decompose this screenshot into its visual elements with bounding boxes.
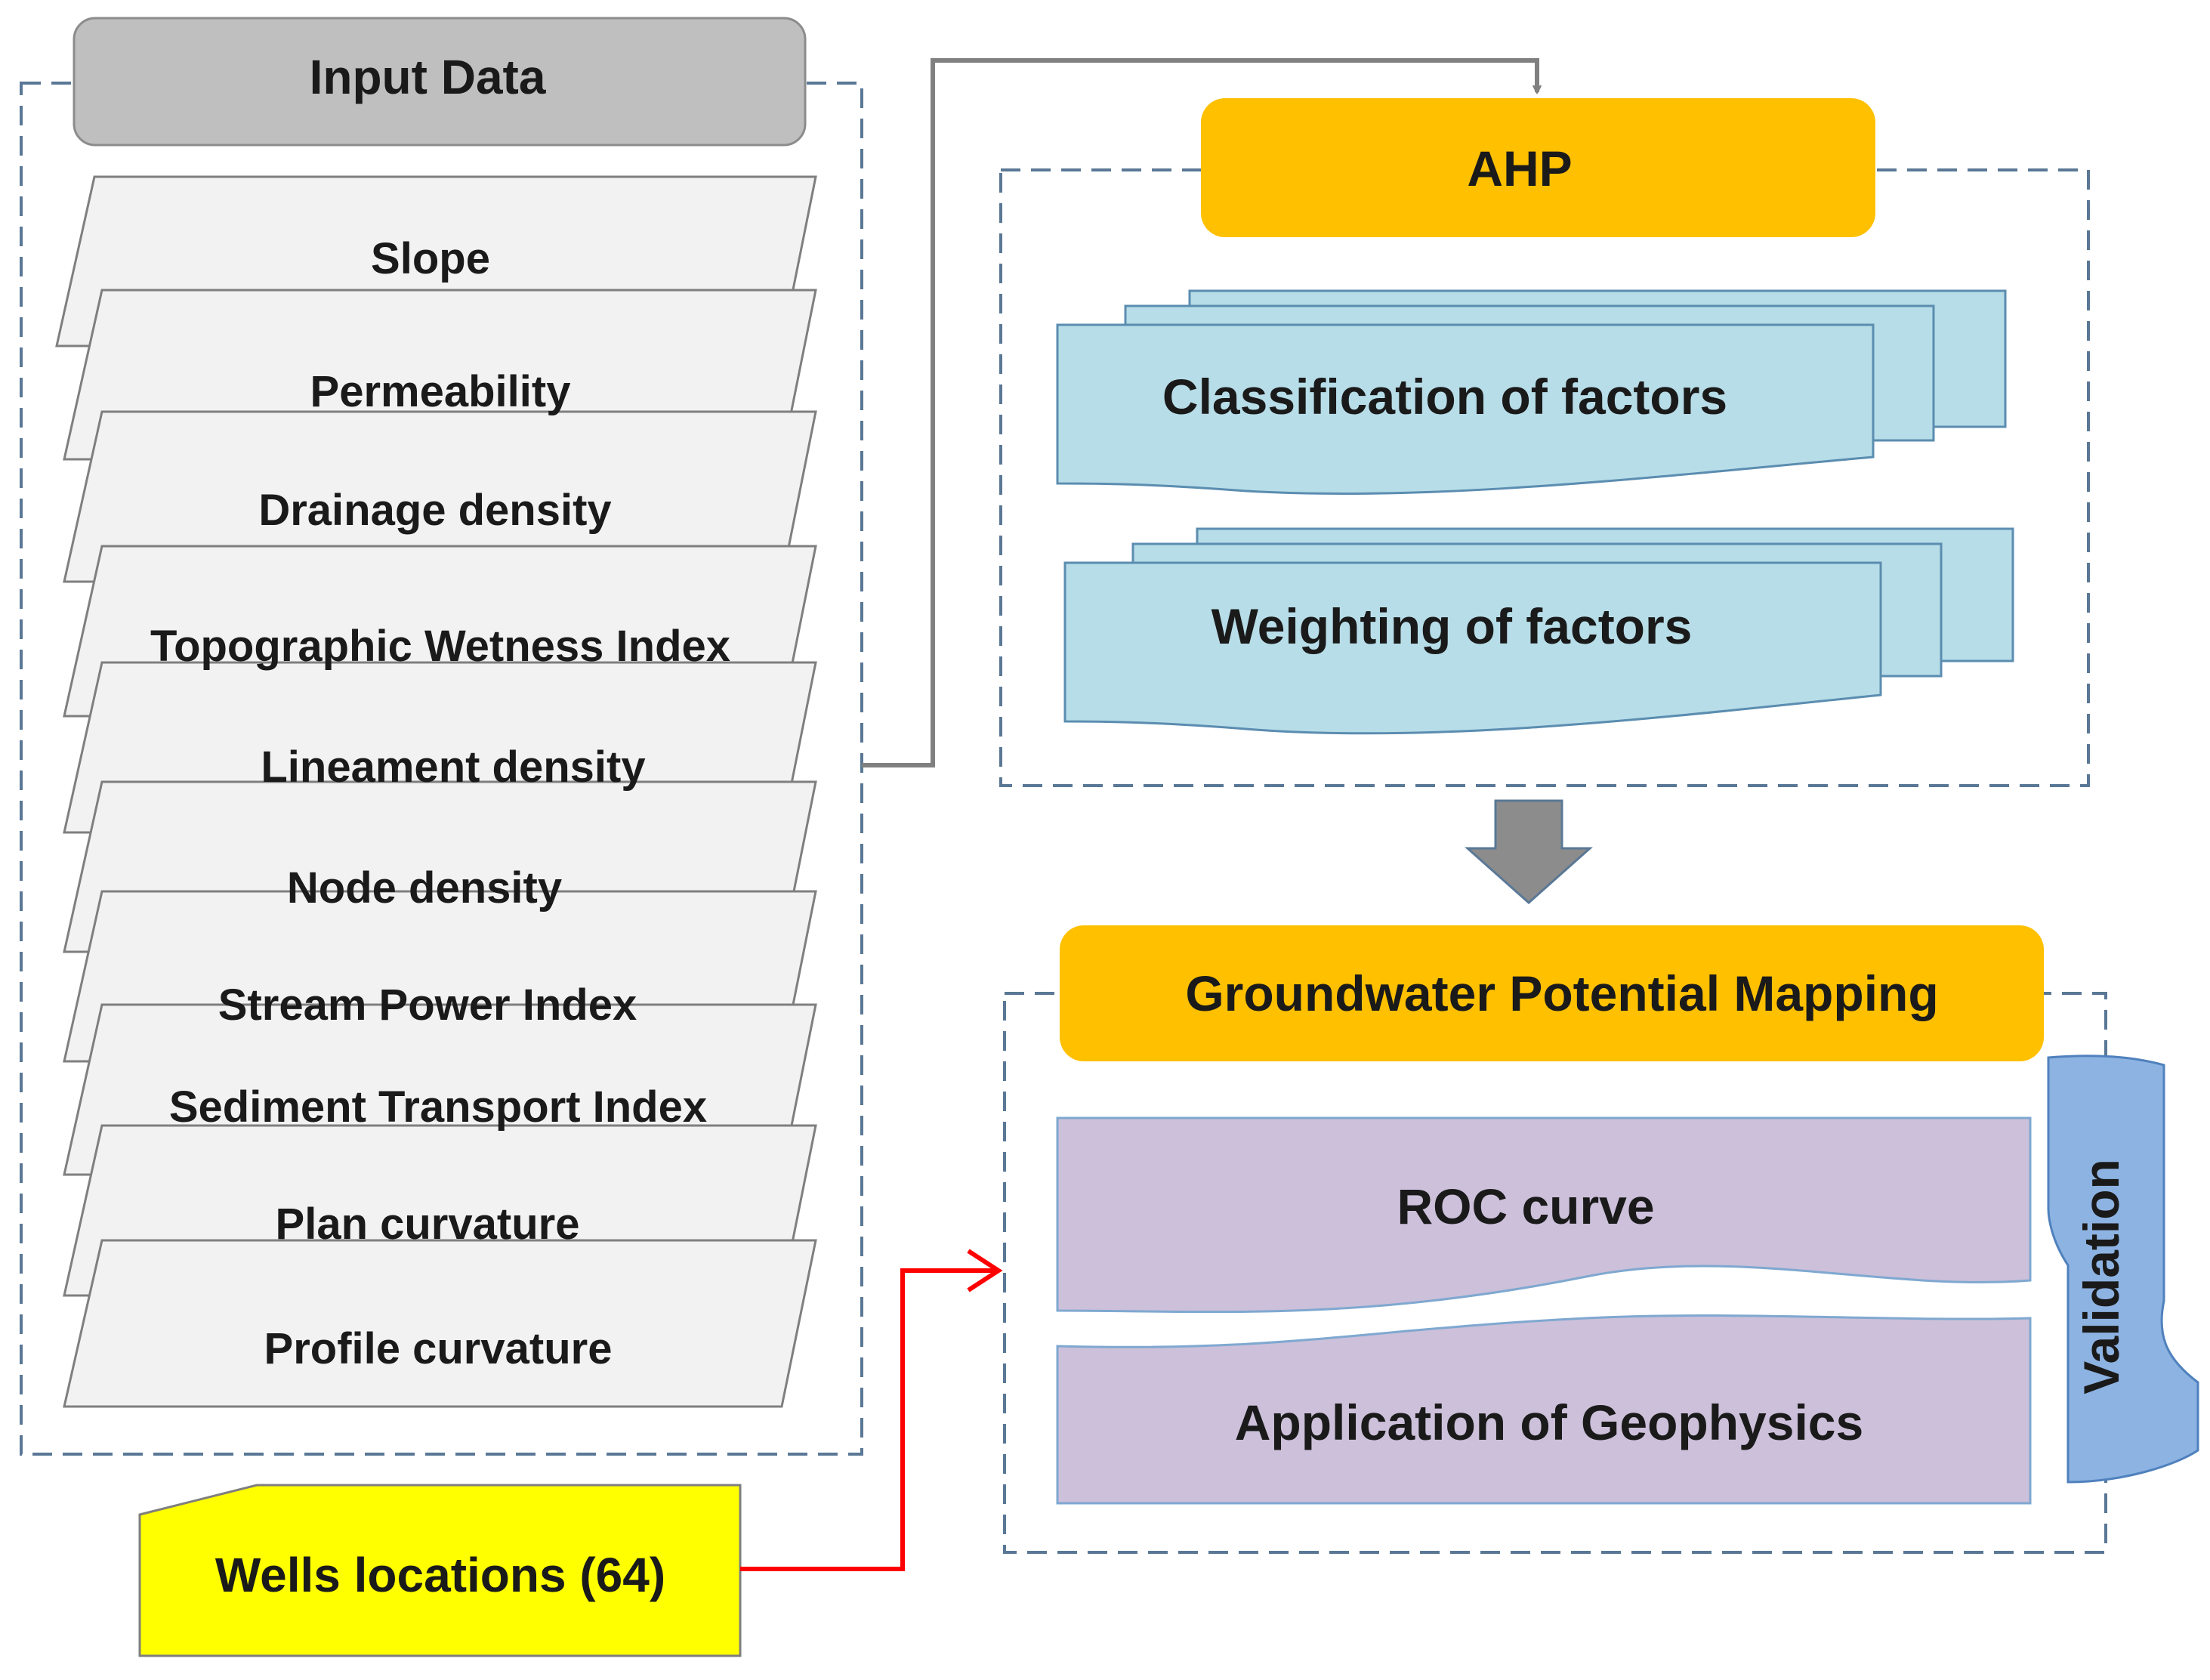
layer-label-twi: Topographic Wetness Index xyxy=(150,622,730,671)
gpm-method-geophysics: Application of Geophysics xyxy=(1056,1314,2032,1505)
weighting-label: Weighting of factors xyxy=(1211,598,1693,654)
classification-label: Classification of factors xyxy=(1162,369,1727,425)
gpm-header-box xyxy=(1060,925,2044,1061)
layer-label-drainage-density: Drainage density xyxy=(258,486,611,535)
ahp-header: AHP xyxy=(1201,98,1875,237)
input-layers-stack xyxy=(55,175,817,1408)
validation-label: Validation xyxy=(2073,1159,2129,1394)
geophysics-label: Application of Geophysics xyxy=(1235,1394,1863,1450)
roc-label: ROC curve xyxy=(1397,1178,1654,1234)
wells-node: Wells locations (64) xyxy=(138,1484,742,1657)
geophysics-box xyxy=(1056,1314,2032,1505)
classification-card-front xyxy=(1056,323,1875,496)
layer-profile-curvature-shape xyxy=(63,1239,817,1408)
gpm-method-roc: ROC curve xyxy=(1056,1116,2032,1314)
gpm-title: Groundwater Potential Mapping xyxy=(1185,965,1938,1021)
validation-node: Validation xyxy=(2047,1055,2199,1484)
layer-label-lineament-density: Lineament density xyxy=(261,743,645,792)
input-data-group-border xyxy=(20,82,863,1456)
validation-banner xyxy=(2047,1055,2199,1484)
layer-label-slope: Slope xyxy=(371,234,490,283)
layer-label-node-density: Node density xyxy=(287,863,562,913)
ahp-header-box xyxy=(1201,98,1875,237)
down-arrow xyxy=(1465,799,1593,905)
layer-label-permeability: Permeability xyxy=(310,367,571,416)
layer-label-spi: Stream Power Index xyxy=(218,981,637,1030)
wells-connector-arrowhead xyxy=(967,1249,1003,1292)
roc-box xyxy=(1056,1116,2032,1314)
ahp-card-classification: Classification of factors xyxy=(1056,289,2007,496)
ahp-card-weighting: Weighting of factors xyxy=(1063,527,2014,735)
layer-label-profile-curvature: Profile curvature xyxy=(264,1324,613,1373)
input-data-header-box xyxy=(73,17,807,147)
input-data-header: Input Data xyxy=(73,17,807,147)
input-data-title: Input Data xyxy=(310,50,546,104)
weighting-card-front xyxy=(1063,561,1882,735)
gpm-header: Groundwater Potential Mapping xyxy=(1060,925,2044,1061)
input-layers-labels: Slope Permeability Drainage density Topo… xyxy=(150,234,730,1373)
input-to-ahp-connector xyxy=(862,58,1537,767)
wells-to-gpm-connector xyxy=(740,1268,997,1571)
layer-label-plan-curvature: Plan curvature xyxy=(276,1200,580,1249)
layer-label-sti: Sediment Transport Index xyxy=(169,1082,707,1132)
ahp-title: AHP xyxy=(1467,141,1572,196)
wells-label: Wells locations (64) xyxy=(215,1548,665,1602)
